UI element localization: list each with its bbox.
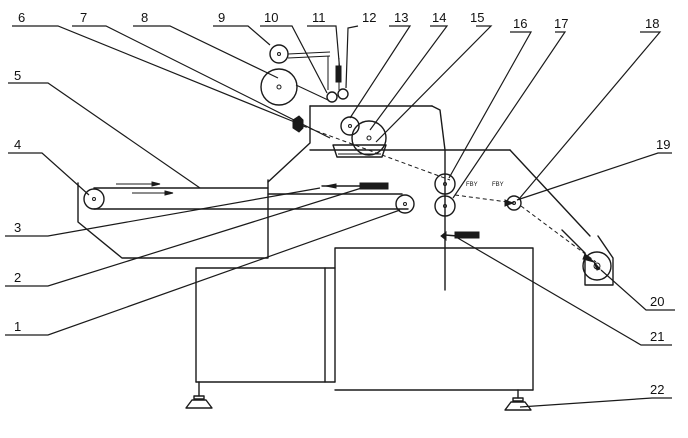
label-5: 5 xyxy=(14,68,21,83)
leveling-foot-right xyxy=(504,389,532,411)
label-7: 7 xyxy=(80,10,87,25)
label-6: 6 xyxy=(18,10,25,25)
fby-marks: FBY FBY xyxy=(466,182,504,188)
label-11: 11 xyxy=(312,10,326,25)
label-9: 9 xyxy=(218,10,225,25)
label-15: 15 xyxy=(470,10,484,25)
label-21: 21 xyxy=(650,329,664,344)
conveyor-belt xyxy=(83,181,415,214)
leveling-foot-left xyxy=(185,381,213,409)
label-19: 19 xyxy=(656,137,670,152)
press-rollers xyxy=(434,173,516,217)
svg-text:FBY: FBY xyxy=(492,182,504,188)
rewind-reel xyxy=(582,251,612,281)
label-2: 2 xyxy=(14,270,21,285)
svg-text:FBY: FBY xyxy=(466,182,478,188)
label-3: 3 xyxy=(14,220,21,235)
label-13: 13 xyxy=(394,10,408,25)
label-22: 22 xyxy=(650,382,664,397)
label-14: 14 xyxy=(432,10,446,25)
machine-base xyxy=(195,247,534,391)
label-1: 1 xyxy=(14,319,21,334)
label-4: 4 xyxy=(14,137,21,152)
label-12: 12 xyxy=(362,10,376,25)
top-reel-assembly xyxy=(260,44,349,106)
label-10: 10 xyxy=(264,10,278,25)
guide-roller xyxy=(506,195,597,263)
label-17: 17 xyxy=(554,16,568,31)
label-16: 16 xyxy=(513,16,527,31)
label-8: 8 xyxy=(141,10,148,25)
part-numbers: 1 2 3 4 5 6 7 8 9 10 11 12 13 14 15 16 1… xyxy=(14,10,670,397)
label-18: 18 xyxy=(645,16,659,31)
knife-station xyxy=(292,115,451,181)
label-20: 20 xyxy=(650,294,664,309)
belt-lever xyxy=(321,182,389,190)
lower-lever xyxy=(440,230,480,242)
leader-lines xyxy=(5,25,675,408)
